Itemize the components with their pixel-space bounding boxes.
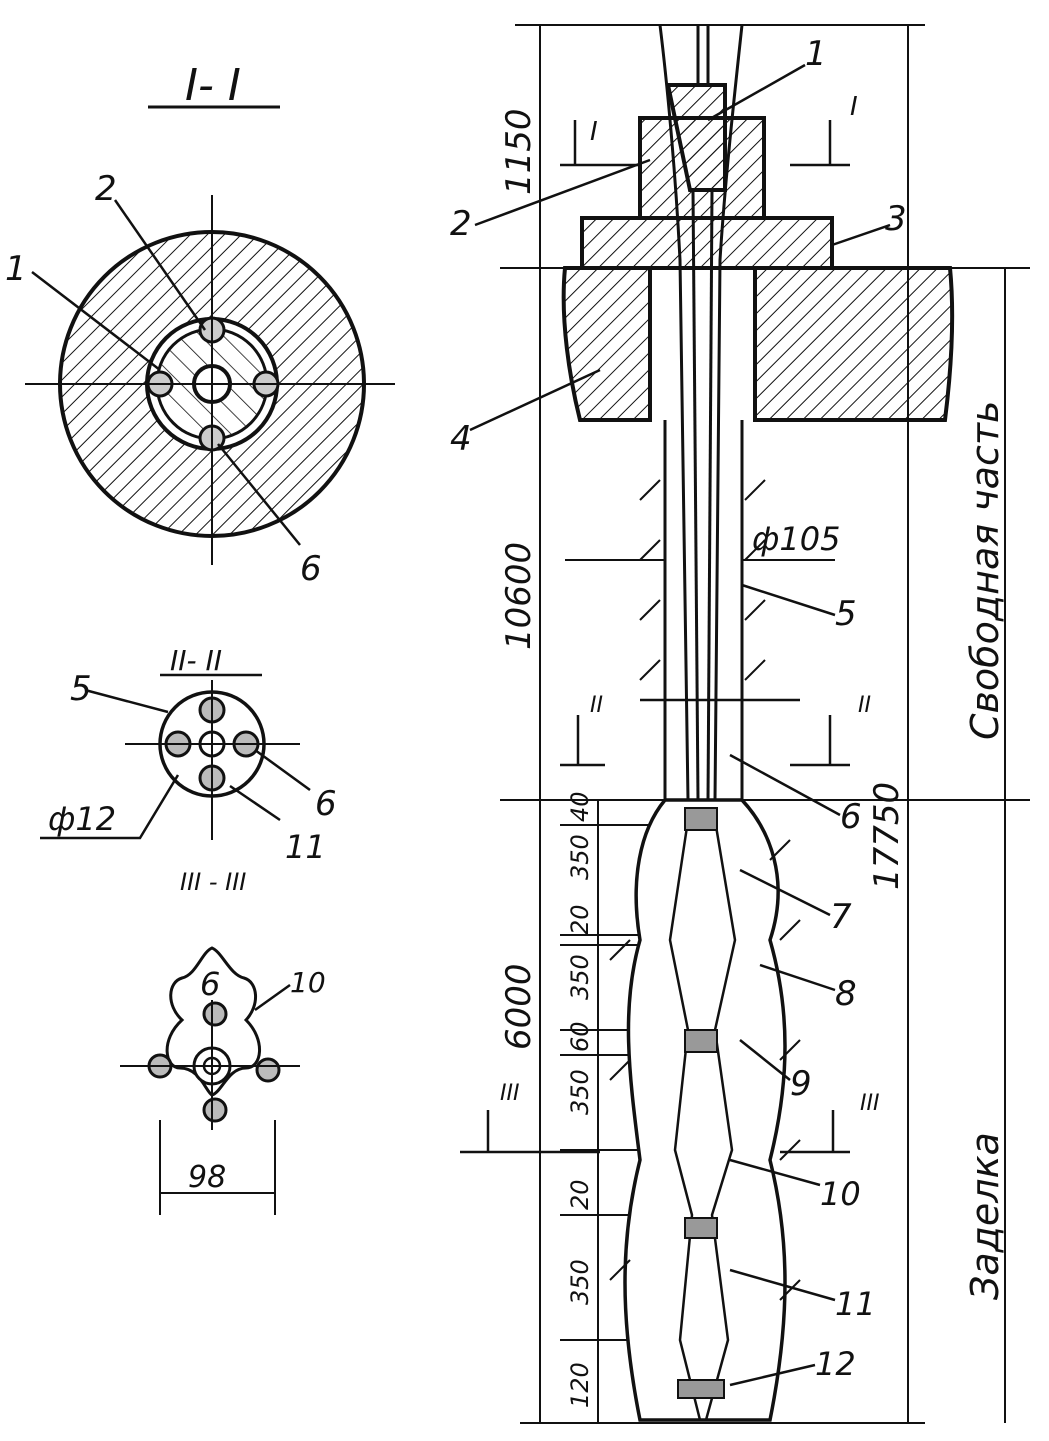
callout-1: 1 <box>5 249 27 289</box>
main-callout-6: 6 <box>840 797 862 837</box>
leader-d12 <box>40 774 180 840</box>
main-callout-9: 9 <box>790 1064 812 1104</box>
section-mark-ii-right: II <box>858 693 871 718</box>
dim-1150: 1150 <box>499 108 539 195</box>
leader-1 <box>31 271 161 371</box>
main-callout-3: 3 <box>885 199 907 239</box>
callout-6b: 6 <box>315 784 337 824</box>
callout-6c: 6 <box>200 965 220 1003</box>
callout-11: 11 <box>285 828 326 866</box>
callout-leaders <box>469 63 891 1387</box>
callout-5: 5 <box>70 669 92 709</box>
structure-4-right <box>753 266 955 422</box>
seg-dim-350-d: 350 <box>566 1259 594 1305</box>
dimension-d12: ф12 <box>48 800 116 838</box>
tendon-strands <box>658 24 744 801</box>
strand-3-bottom <box>202 1097 228 1123</box>
section-mark-i-right: I <box>850 92 858 122</box>
zone-anchorage: Заделка <box>963 1132 1007 1300</box>
main-callout-7: 7 <box>830 897 852 937</box>
section-mark-iii-right: III <box>860 1091 879 1116</box>
section-3-view: III - III 6 10 98 <box>120 868 326 1215</box>
leader-6b <box>254 748 311 792</box>
seg-dim-350-a: 350 <box>566 834 594 880</box>
section-marks <box>460 120 850 1154</box>
callout-2: 2 <box>95 169 117 209</box>
binder-7 <box>684 807 718 831</box>
seg-dim-40: 40 <box>566 791 594 822</box>
strand-3-right <box>255 1057 281 1083</box>
callout-10a: 10 <box>290 966 326 999</box>
main-view: I I II II III III 1 2 3 4 5 6 7 8 9 10 <box>450 24 1030 1424</box>
section-1-title: I- I <box>185 60 241 111</box>
binder-9 <box>684 1029 718 1053</box>
dimension-98: 98 <box>188 1160 226 1195</box>
seg-dim-60: 60 <box>566 1021 594 1052</box>
leader-6 <box>217 443 301 546</box>
seg-dim-350-b: 350 <box>566 954 594 1000</box>
section-1-view: I- I 2 1 6 <box>5 60 395 589</box>
main-callout-1: 1 <box>805 34 827 74</box>
callout-6: 6 <box>300 549 322 589</box>
section-mark-iii-left: III <box>500 1081 519 1106</box>
strand-bundle-right <box>704 819 737 1421</box>
main-callout-5: 5 <box>835 594 857 634</box>
main-callout-11: 11 <box>835 1285 876 1323</box>
leader-5 <box>84 688 169 714</box>
main-callout-10: 10 <box>820 1175 861 1213</box>
section-mark-ii-left: II <box>590 693 603 718</box>
section-mark-i-left: I <box>590 117 598 147</box>
main-callout-8: 8 <box>835 974 857 1014</box>
ground-marks <box>609 479 801 1301</box>
end-cap-12 <box>677 1379 725 1399</box>
seg-dim-350-c: 350 <box>566 1069 594 1115</box>
grout-body <box>623 798 787 1422</box>
structure-4-left <box>561 266 652 422</box>
dimension-d105: ф105 <box>752 520 840 558</box>
main-callout-4: 4 <box>450 419 472 459</box>
section-2-view: II- II 5 6 11 ф12 <box>40 644 337 866</box>
seg-dim-120: 120 <box>566 1362 594 1408</box>
main-callout-2: 2 <box>450 204 472 244</box>
zone-free-part: Свободная часть <box>963 401 1007 740</box>
seg-dim-20-b: 20 <box>566 1179 594 1210</box>
leader-11 <box>229 784 281 822</box>
binder-11 <box>684 1217 718 1239</box>
section-3-title: III - III <box>180 868 246 896</box>
leader-2 <box>113 199 207 331</box>
seg-dim-20-a: 20 <box>566 904 594 935</box>
strand-bundle-left <box>668 819 702 1421</box>
main-callout-12: 12 <box>815 1345 856 1383</box>
dim-10600: 10600 <box>499 542 539 650</box>
bearing-plate-3 <box>580 216 834 270</box>
dim-6000: 6000 <box>499 963 539 1050</box>
leader-10 <box>254 983 291 1012</box>
strand-3-top <box>202 1001 228 1027</box>
dim-17750: 17750 <box>867 782 907 890</box>
section-2-title: II- II <box>170 644 222 677</box>
